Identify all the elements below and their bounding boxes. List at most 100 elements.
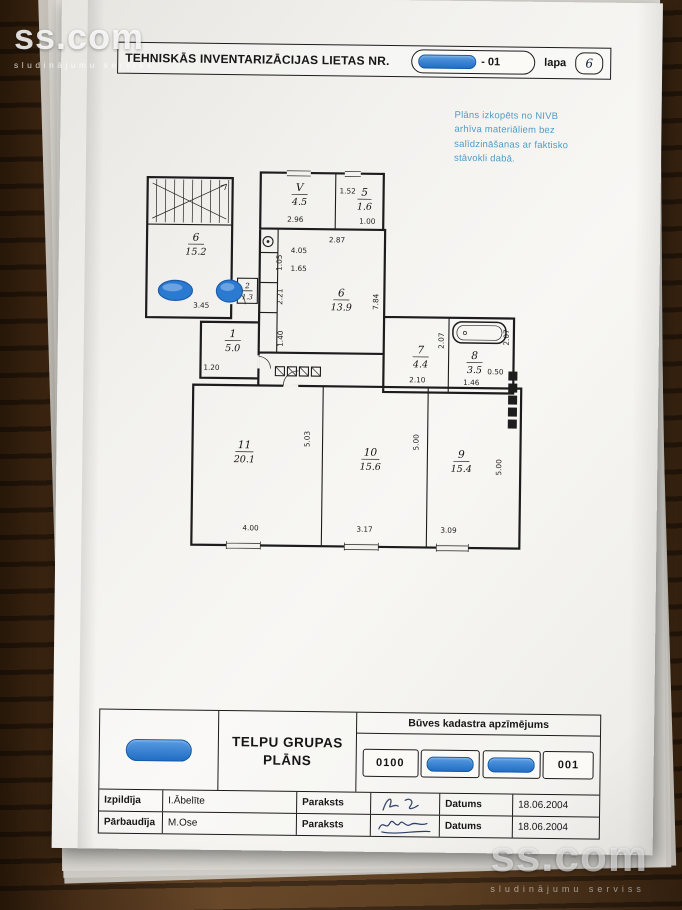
kadastra-code-first: 0100: [362, 748, 419, 778]
plan-title-line1: TELPU GRUPAS: [231, 734, 343, 751]
document-header: TEHNISKĀS INVENTARIZĀCIJAS LIETAS NR. - …: [117, 41, 612, 80]
table-row: Izpildīja I.Ābelīte Paraksts Datums 18.0…: [99, 788, 600, 817]
paraksts-label: Paraksts: [296, 791, 371, 814]
room-number: 5: [361, 187, 368, 199]
archive-note-line: stāvokli dabā.: [453, 152, 516, 165]
door-symbol-icon: [262, 235, 274, 248]
watermark-tagline: sludinājumu serviss: [490, 884, 645, 894]
room-number: 11: [238, 439, 252, 451]
signature-scribble: [378, 820, 431, 834]
kadastra-boxes: 0100 001: [356, 734, 600, 795]
dimension-label: 2.96: [287, 215, 304, 224]
room-area: 1.6: [357, 202, 372, 213]
dimension-label: 1.20: [203, 363, 220, 372]
bathtub-icon: [452, 321, 507, 345]
room-area: 4.5: [291, 197, 307, 208]
room-number: 10: [364, 447, 378, 459]
dimension-label: 5.00: [411, 434, 420, 451]
stair-treads: [155, 179, 230, 224]
room-area: 15.6: [360, 462, 381, 473]
watermark-brand: ss.com: [14, 16, 145, 57]
role-label: Izpildīja: [104, 794, 141, 807]
title-block-table: TELPU GRUPAS PLĀNS Būves kadastra apzīmē…: [97, 708, 602, 840]
dimension-label: 3.17: [356, 525, 373, 534]
room-number: V: [296, 182, 305, 194]
plan-redaction-blobs: [157, 279, 244, 303]
kadastra-code-last: 001: [542, 750, 595, 780]
dimension-labels: 2.96 1.52 1.00 2.87 3.45 1.20 4.05 1.65 …: [193, 186, 511, 534]
role-label: Pārbaudīja: [103, 816, 156, 829]
vent-squares-corridor: [274, 366, 322, 377]
title-block-top: TELPU GRUPAS PLĀNS Būves kadastra apzīmē…: [99, 710, 601, 795]
kadastra-code-redacted: [420, 749, 481, 779]
dimension-label: 2.87: [329, 235, 346, 244]
room-number: 6: [193, 232, 200, 244]
person-name: I.Ābelīte: [162, 790, 297, 813]
vent-squares-right-wall: [507, 371, 518, 429]
case-number-suffix: - 01: [481, 56, 501, 69]
room-area: 3.5: [467, 365, 482, 376]
room-area: 5.0: [225, 343, 240, 354]
dimension-label: 7.84: [371, 293, 380, 310]
kadastra-cell: Būves kadastra apzīmējums 0100 001: [356, 712, 601, 795]
room-number: 9: [458, 449, 465, 461]
signature-cell: [370, 792, 440, 815]
plan-title-line2: PLĀNS: [262, 752, 312, 769]
watermark-brand: ss.com: [490, 832, 648, 881]
dimension-label: 1.65: [291, 264, 307, 273]
dimension-label: 5.00: [494, 459, 503, 476]
case-number-plate: - 01: [411, 49, 536, 75]
date-value: 18.06.2004: [512, 794, 600, 817]
door-symbol-dot: [266, 240, 270, 243]
logo-redaction-blob: [125, 738, 192, 762]
room-number: 1: [229, 328, 236, 340]
signature-scribble: [382, 798, 419, 811]
redaction-blob: [487, 756, 536, 773]
dimension-label: 2.07: [437, 332, 446, 349]
paper-sheet: TEHNISKĀS INVENTARIZĀCIJAS LIETAS NR. - …: [51, 0, 663, 856]
floor-plan: 6 15.2 V 4.5 5 1.6 6 13.9 2 1.3 1 5.0 7: [144, 169, 523, 553]
window-symbols: [225, 169, 469, 553]
dimension-label: 2.07: [502, 329, 511, 346]
room-number: 2: [244, 281, 250, 290]
case-number-redaction-blob: [418, 54, 477, 70]
document-title: TEHNISKĀS INVENTARIZĀCIJAS LIETAS NR.: [125, 50, 390, 69]
dimension-label: 2.21: [275, 289, 284, 305]
room-area: 13.9: [331, 302, 352, 313]
kadastra-code-redacted: [482, 750, 541, 779]
room-area: 15.4: [451, 464, 472, 475]
person-name: M.Ose: [161, 812, 297, 835]
bathtub-inner: [456, 325, 503, 341]
datums-label: Datums: [439, 793, 513, 816]
room-labels: 6 15.2 V 4.5 5 1.6 6 13.9 2 1.3 1 5.0 7: [185, 182, 483, 475]
dimension-label: 1.52: [339, 186, 355, 195]
room-number: 8: [471, 350, 478, 362]
plan-title-cell: TELPU GRUPAS PLĀNS: [217, 710, 358, 792]
plan-partitions: [147, 173, 450, 548]
lapa-value: 6: [575, 52, 604, 75]
logo-cell: [99, 710, 218, 790]
redaction-blob: [426, 756, 474, 772]
room-area: 4.4: [412, 359, 428, 370]
dimension-label: 4.05: [291, 246, 307, 255]
plan-walls: [144, 171, 523, 550]
watermark-bottom-right: ss.com sludinājumu serviss: [490, 832, 648, 894]
paraksts-label: Paraksts: [295, 813, 371, 836]
stair-direction-arrow: [152, 182, 228, 220]
dimension-label: 5.03: [303, 430, 312, 447]
table-row: Pārbaudīja M.Ose Paraksts Datums 18.06.2…: [98, 810, 600, 839]
room-area: 1.3: [242, 293, 254, 301]
room-area: 15.2: [185, 247, 206, 258]
archive-note: Plāns izkopēts no NIVB arhīva materiālie…: [454, 109, 615, 168]
watermark-top-left: ss.com sludinājumu serviss: [14, 16, 155, 70]
dimension-label: 2.10: [409, 375, 426, 384]
watermark-tagline: sludinājumu serviss: [14, 60, 155, 70]
archive-note-line: salīdzināšanas ar faktisko: [454, 138, 569, 151]
dimension-label: 4.00: [242, 523, 259, 532]
dimension-label: 0.50: [487, 367, 504, 376]
lapa-label: lapa: [544, 56, 567, 70]
door-swings: [229, 290, 299, 388]
room-number: 7: [417, 344, 424, 356]
room-area: 20.1: [233, 454, 255, 465]
